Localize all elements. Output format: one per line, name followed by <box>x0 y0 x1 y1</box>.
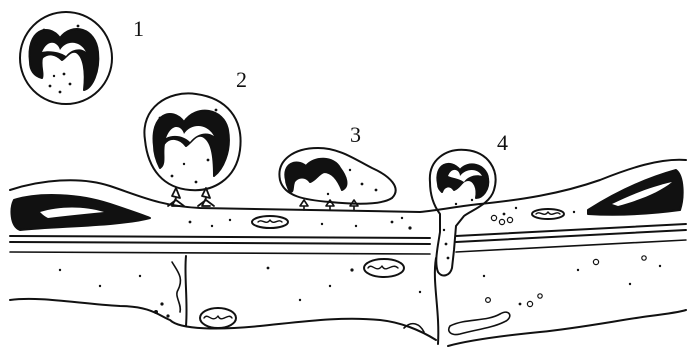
stage-label-2: 2 <box>236 69 247 91</box>
basement-membrane-bottom-left <box>10 242 430 244</box>
endothelium-vesicles <box>491 215 512 224</box>
endothelium <box>10 160 686 254</box>
leukocyte-3 <box>279 148 395 210</box>
stage-label-3: 3 <box>350 124 361 146</box>
endothelial-nucleus-right <box>588 170 683 215</box>
tissue-cell-process <box>172 262 180 312</box>
tissue-boundary-left <box>10 299 436 340</box>
subendothelial-tissue <box>10 256 686 346</box>
leukocyte-1 <box>20 12 112 104</box>
basement-membrane-bottom-right <box>456 230 686 242</box>
stage-label-4: 4 <box>497 132 508 154</box>
tissue-cell-border-1 <box>185 256 186 326</box>
endothelium-base-right <box>456 240 686 252</box>
endothelium-granules <box>189 207 576 230</box>
leukocyte-1-nucleus <box>30 29 99 90</box>
basement-membrane-top-right <box>456 224 686 236</box>
leukocyte-2 <box>144 93 240 206</box>
stage-label-1: 1 <box>133 18 144 40</box>
tissue-vesicles <box>486 256 647 307</box>
tissue-mitochondrion-2 <box>200 308 236 328</box>
basement-membrane-top-left <box>10 236 430 238</box>
leukocyte-4 <box>430 150 496 276</box>
tissue-mitochondrion-3 <box>449 312 510 334</box>
endothelium-base-left <box>10 252 430 254</box>
leukocyte-2-nucleus <box>154 111 229 176</box>
leukocyte-3-nucleus <box>285 159 346 192</box>
leukocyte-3-adhesion-molecules <box>300 200 358 210</box>
